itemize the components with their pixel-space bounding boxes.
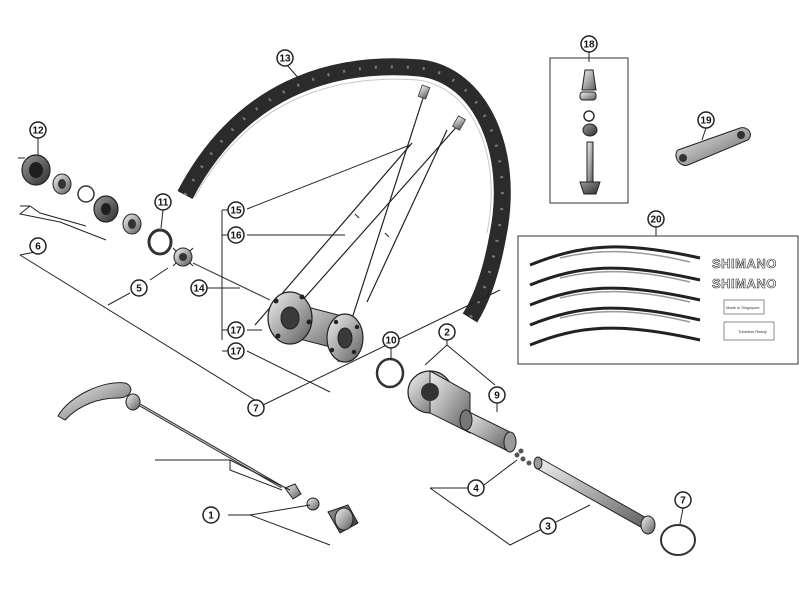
callout-10-label: 10: [385, 336, 397, 347]
decal-small-label-2: Tubeless Ready: [738, 329, 767, 334]
callout-12-label: 12: [32, 126, 44, 137]
callout-3: 3: [539, 517, 557, 535]
callout-7-ring-label: 7: [680, 496, 686, 507]
callout-16-label: 16: [230, 231, 242, 242]
callout-15: 15: [227, 201, 245, 219]
hub-body: [267, 291, 364, 363]
callout-13: 13: [276, 49, 294, 67]
decal-brand-text: SHIMANO: [712, 256, 777, 271]
callout-16: 16: [227, 226, 245, 244]
callout-13-label: 13: [279, 54, 291, 65]
callout-7-main: 7: [247, 399, 265, 417]
callout-17-upper-label: 17: [230, 326, 242, 337]
callout-9: 9: [488, 386, 506, 404]
axle-and-small-parts: [514, 448, 696, 556]
callout-19: 19: [697, 111, 715, 129]
callout-6-label: 6: [35, 242, 41, 253]
callout-20-label: 20: [650, 215, 662, 226]
valve-kit-box: [549, 57, 629, 204]
callout-11: 11: [154, 193, 172, 211]
callout-20: 20: [647, 210, 665, 228]
leader-lines: [18, 52, 707, 546]
spoke-wrench: [675, 127, 751, 166]
callout-10: 10: [382, 331, 400, 349]
callout-7-ring: 7: [674, 491, 692, 509]
decal-stripes: [529, 245, 701, 347]
callout-2-label: 2: [444, 328, 450, 339]
callout-14: 14: [190, 279, 208, 297]
callout-3-label: 3: [545, 522, 551, 533]
callout-5: 5: [130, 279, 148, 297]
decal-small-label-1: Made in Singapore: [726, 305, 760, 310]
callout-12: 12: [29, 121, 47, 139]
callout-17-lower: 17: [227, 342, 245, 360]
callout-17-upper: 17: [227, 321, 245, 339]
callout-19-label: 19: [700, 116, 712, 127]
callout-4-label: 4: [473, 484, 479, 495]
callout-18-label: 18: [583, 40, 595, 51]
callout-6: 6: [29, 237, 47, 255]
callout-1: 1: [202, 506, 220, 524]
decal-brand-text-2: SHIMANO: [712, 276, 777, 291]
callout-15-label: 15: [230, 206, 242, 217]
callout-2: 2: [438, 323, 456, 341]
callout-5-label: 5: [136, 284, 142, 295]
left-bearing-stack: [18, 154, 271, 301]
callout-11-label: 11: [158, 198, 169, 209]
callout-7-main-label: 7: [253, 404, 259, 415]
quick-release-skewer: [57, 382, 359, 534]
callout-1-label: 1: [208, 511, 214, 522]
callout-14-label: 14: [193, 284, 205, 295]
freehub-body-assembly: [375, 357, 517, 453]
callout-17-lower-label: 17: [230, 347, 242, 358]
decal-set-box: SHIMANO SHIMANO Made in Singapore Tubele…: [517, 235, 799, 365]
callout-9-label: 9: [494, 391, 500, 402]
decal-stripes-light: [559, 250, 691, 323]
callout-18: 18: [580, 35, 598, 53]
rim: [177, 58, 511, 323]
callout-4: 4: [467, 479, 485, 497]
